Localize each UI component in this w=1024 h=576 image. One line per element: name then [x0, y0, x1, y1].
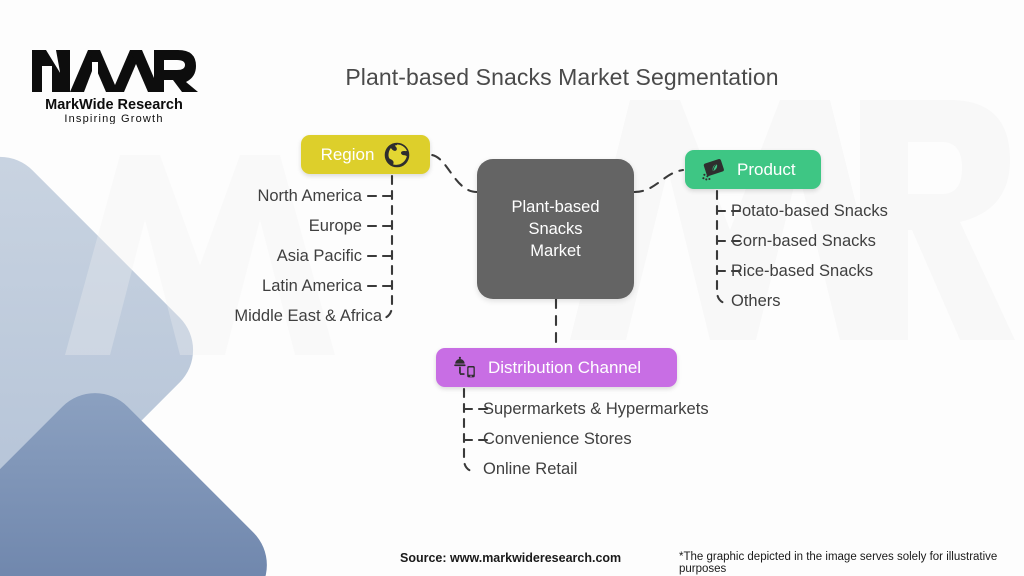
leaf-distribution-2[interactable]: Online Retail — [483, 460, 578, 478]
logo-tagline: Inspiring Growth — [64, 113, 163, 124]
markwide-research-logo: MarkWide Research Inspiring Growth — [32, 50, 198, 124]
branch-badge-region[interactable]: Region — [301, 135, 430, 174]
footer-source: Source: www.markwideresearch.com — [400, 551, 622, 565]
page-title-text: Plant-based Snacks Market Segmentation — [345, 64, 779, 90]
center-node-label: Plant-based Snacks Market — [511, 197, 600, 261]
branch-label-product: Product — [737, 159, 796, 179]
leaf-region-4[interactable]: Middle East & Africa — [234, 307, 382, 325]
footer-disclaimer: *The graphic depicted in the image serve… — [679, 551, 998, 575]
leaf-product-2[interactable]: Rice-based Snacks — [731, 262, 874, 280]
leaf-product-0[interactable]: Potato-based Snacks — [731, 202, 888, 220]
branch-label-region: Region — [320, 144, 375, 164]
leaf-distribution-0[interactable]: Supermarkets & Hypermarkets — [483, 400, 709, 418]
decorative-square-dark — [0, 374, 286, 576]
globe-icon — [385, 142, 410, 167]
branch-badge-product[interactable]: Product — [685, 150, 821, 189]
delivery-icon — [454, 356, 475, 377]
snack-leaf-icon — [702, 158, 724, 180]
leaf-product-3[interactable]: Others — [731, 292, 781, 310]
leaf-product-1[interactable]: Corn-based Snacks — [731, 232, 876, 250]
leaf-region-3[interactable]: Latin America — [262, 277, 362, 295]
leaf-distribution-1[interactable]: Convenience Stores — [483, 430, 632, 448]
leaf-region-2[interactable]: Asia Pacific — [276, 247, 362, 265]
center-node[interactable]: Plant-based Snacks Market — [477, 159, 634, 299]
page-title: Plant-based Snacks Market Segmentation — [0, 64, 1024, 91]
leaf-region-0[interactable]: North America — [257, 187, 362, 205]
logo-name: MarkWide Research — [45, 97, 183, 113]
branch-badge-distribution-channel[interactable]: Distribution Channel — [436, 348, 677, 387]
leaf-region-1[interactable]: Europe — [308, 217, 362, 235]
branch-label-distribution-channel: Distribution Channel — [488, 357, 642, 377]
